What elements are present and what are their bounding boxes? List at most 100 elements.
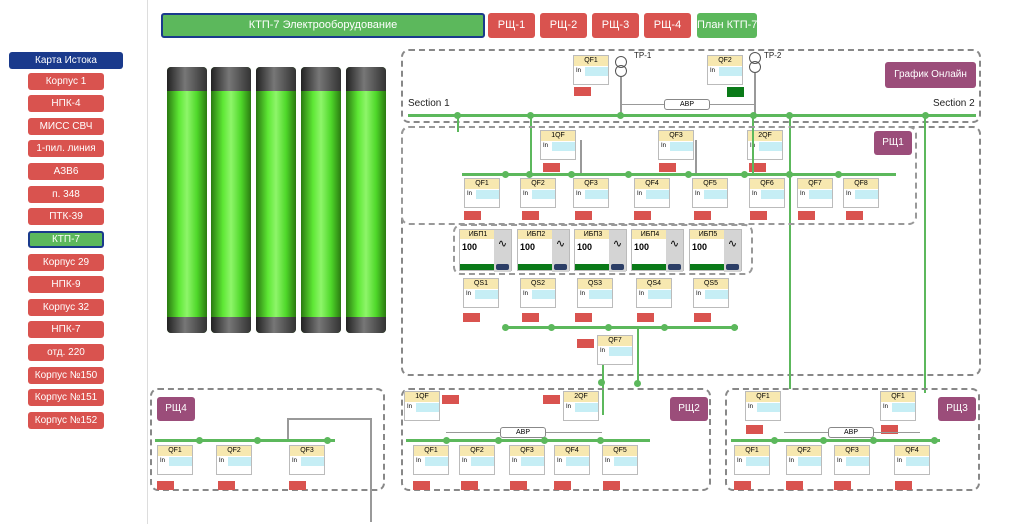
sidebar-item-korpus-29[interactable]: Корпус 29 [28,254,104,271]
sidebar-item-p-348[interactable]: п. 348 [28,186,104,203]
feed-line [530,114,532,174]
sidebar-item-miss-svch[interactable]: МИСС СВЧ [28,118,104,135]
tab-rsh-3[interactable]: РЩ-3 [592,13,639,38]
breaker-bar [809,190,832,199]
breaker-bar [471,457,494,466]
avr-switch-rsh3[interactable]: АВР [828,427,874,438]
sidebar-item-korpus-151[interactable]: Корпус №151 [28,389,104,406]
sidebar: Карта Истока Корпус 1 НПК-4 МИСС СВЧ 1-п… [0,0,148,524]
breaker-name: 1QF [405,392,439,402]
rsh1-label-button[interactable]: РЩ1 [874,131,912,155]
battery-cylinder [167,67,207,333]
rsh4-label-button[interactable]: РЩ4 [157,397,195,421]
tab-plan-ktp-7[interactable]: План КТП-7 [697,13,757,38]
breaker-in-label: In [800,191,806,197]
battery-cylinder [211,67,251,333]
rsh2-label-button[interactable]: РЩ2 [670,397,708,421]
sidebar-item-korpus-32[interactable]: Корпус 32 [28,299,104,316]
avr-switch[interactable]: АВР [664,99,710,110]
sidebar-item-ktp-7[interactable]: КТП-7 [28,231,104,248]
sidebar-item-npk-7[interactable]: НПК-7 [28,321,104,338]
breaker-in-label: In [580,291,586,297]
sidebar-item-korpus-1[interactable]: Корпус 1 [28,73,104,90]
online-chart-button[interactable]: График Онлайн [885,62,976,88]
breaker-in-label: In [897,458,903,464]
bus-node [502,324,509,331]
sidebar-item-otd-220[interactable]: отд. 220 [28,344,104,361]
breaker-name: QF2 [708,56,742,66]
breaker-status-indicator [603,481,620,490]
sidebar-item-azv6[interactable]: АЗВ6 [28,163,104,180]
sidebar-item-ptk-39[interactable]: ПТК-39 [28,208,104,225]
breaker-name: QF4 [555,446,589,456]
breaker-in-label: In [639,291,645,297]
ups-value: 100 [577,242,593,252]
breaker-status-indicator [694,313,711,322]
breaker-status-indicator [413,481,430,490]
breaker-name: QF4 [635,179,669,189]
breaker-in-label: In [576,68,582,74]
breaker-bar [475,290,498,299]
tab-rsh-1[interactable]: РЩ-1 [488,13,535,38]
breaker-in-label: In [752,191,758,197]
sidebar-item-korpus-152[interactable]: Корпус №152 [28,412,104,429]
feed-line [457,114,459,132]
sidebar-item-npk-9[interactable]: НПК-9 [28,276,104,293]
rsh3-label-button[interactable]: РЩ3 [938,397,976,421]
avr-switch-rsh2[interactable]: АВР [500,427,546,438]
transformer-label-tr1: ТР-1 [634,51,652,60]
breaker-bar [670,142,693,151]
breaker-in-label: In [661,143,667,149]
sidebar-title-button[interactable]: Карта Истока [9,52,123,69]
sidebar-item-1-pil-liniya[interactable]: 1-пил. линия [28,140,104,157]
sidebar-item-korpus-150[interactable]: Корпус №150 [28,367,104,384]
sidebar-item-npk-4[interactable]: НПК-4 [28,95,104,112]
tab-rsh-2[interactable]: РЩ-2 [540,13,587,38]
tab-rsh-4[interactable]: РЩ-4 [644,13,691,38]
breaker-bar [585,190,608,199]
breaker-name: QS1 [464,279,498,289]
ups-wave-icon: ∿ [724,230,741,272]
breaker-bar [425,457,448,466]
page-title-button[interactable]: КТП-7 Электрооборудование [161,13,485,38]
